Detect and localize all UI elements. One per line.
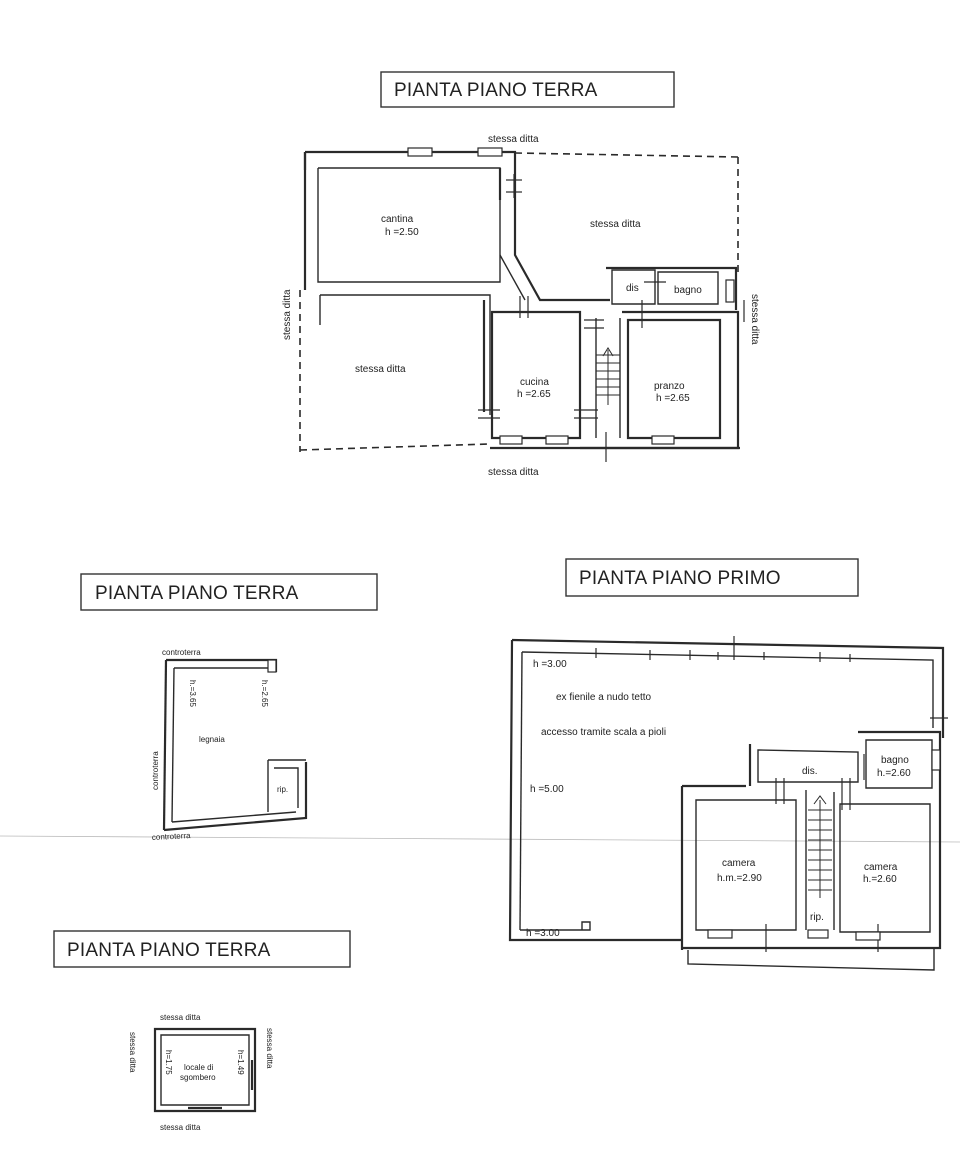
- title-first-floor: PIANTA PIANO PRIMO: [565, 558, 859, 597]
- legnaia-plan: controterra controterra controterra h.=3…: [151, 648, 308, 842]
- room-pranzo-name: pranzo: [654, 381, 685, 392]
- window: [651, 435, 675, 445]
- window: [725, 279, 735, 303]
- height-top: h =3.00: [533, 659, 567, 670]
- title-ground-legnaia-text: PIANTA PIANO TERRA: [95, 583, 299, 604]
- title-ground-legnaia: PIANTA PIANO TERRA: [80, 573, 378, 611]
- accesso-label: accesso tramite scala a pioli: [541, 727, 666, 738]
- room-camera2-height: h.=2.60: [863, 874, 897, 885]
- sgombero-name-line1: locale di: [184, 1063, 214, 1072]
- title-ground-sgombero-text: PIANTA PIANO TERRA: [67, 940, 271, 961]
- first-floor-plan: h =3.00 ex fienile a nudo tetto accesso …: [508, 636, 948, 971]
- height-bottom: h =3.00: [526, 928, 560, 939]
- room-camera2-name: camera: [864, 862, 898, 873]
- room-camera1-height: h.m.=2.90: [717, 873, 762, 884]
- sgombero-stessa-ditta-bottom: stessa ditta: [160, 1123, 201, 1132]
- boundary-dashed-top: [514, 152, 739, 158]
- window: [477, 147, 503, 157]
- room-pranzo-height: h =2.65: [656, 393, 690, 404]
- title-first-floor-text: PIANTA PIANO PRIMO: [579, 568, 781, 589]
- controterra-top: controterra: [162, 648, 201, 657]
- stessa-ditta-bottom: stessa ditta: [488, 467, 539, 478]
- ex-fienile-label: ex fienile a nudo tetto: [556, 692, 652, 703]
- room-rip-first: rip.: [810, 912, 824, 923]
- room-cantina-name: cantina: [381, 214, 414, 225]
- room-cucina-height: h =2.65: [517, 389, 551, 400]
- room-camera1-name: camera: [722, 858, 756, 869]
- room-stessa-ditta-1: stessa ditta: [590, 219, 641, 230]
- room-cucina-name: cucina: [520, 377, 549, 388]
- boundary-dashed-bottom: [299, 443, 491, 451]
- window: [267, 659, 277, 673]
- room-dis: dis: [626, 283, 639, 294]
- window: [931, 749, 941, 771]
- title-ground-sgombero: PIANTA PIANO TERRA: [53, 930, 351, 968]
- sgombero-stessa-ditta-left: stessa ditta: [128, 1032, 137, 1073]
- window: [545, 435, 569, 445]
- legnaia-height-right: h.=2.65: [260, 680, 269, 707]
- controterra-bottom: controterra: [152, 831, 192, 842]
- sgombero-height-right: h=1.49: [236, 1050, 245, 1075]
- room-stessa-ditta-2: stessa ditta: [355, 364, 406, 375]
- room-bagno: bagno: [674, 285, 702, 296]
- title-ground-main: PIANTA PIANO TERRA: [380, 71, 675, 108]
- room-rip: rip.: [277, 785, 288, 794]
- sgombero-height-left: h=1.75: [164, 1050, 173, 1075]
- window: [707, 929, 733, 939]
- room-bagno-first-name: bagno: [881, 755, 909, 766]
- room-legnaia: legnaia: [199, 735, 225, 744]
- ground-floor-main-plan: stessa ditta stessa ditta stessa ditta s…: [282, 134, 760, 478]
- ground-stair: [596, 347, 620, 405]
- sgombero-name-line2: sgombero: [180, 1073, 216, 1082]
- window: [855, 931, 881, 941]
- room-bagno-first-height: h.=2.60: [877, 768, 911, 779]
- stessa-ditta-left: stessa ditta: [282, 289, 293, 340]
- door-marks: [478, 174, 745, 462]
- title-ground-main-text: PIANTA PIANO TERRA: [394, 80, 598, 101]
- window: [407, 147, 433, 157]
- stessa-ditta-right: stessa ditta: [749, 294, 760, 345]
- sgombero-stessa-ditta-right: stessa ditta: [265, 1028, 274, 1069]
- sgombero-stessa-ditta-top: stessa ditta: [160, 1013, 201, 1022]
- first-floor-stair: [808, 795, 832, 898]
- stessa-ditta-top: stessa ditta: [488, 134, 539, 145]
- window: [499, 435, 523, 445]
- room-cantina-height: h =2.50: [385, 227, 419, 238]
- scan-line: [0, 835, 960, 843]
- height-mid: h =5.00: [530, 784, 564, 795]
- room-dis-first: dis.: [802, 766, 818, 777]
- legnaia-height-left: h.=3.65: [188, 680, 197, 707]
- window: [807, 929, 829, 939]
- sgombero-plan: stessa ditta stessa ditta stessa ditta s…: [128, 1013, 274, 1132]
- first-floor-wall-marks: [595, 636, 948, 952]
- controterra-left: controterra: [151, 751, 160, 790]
